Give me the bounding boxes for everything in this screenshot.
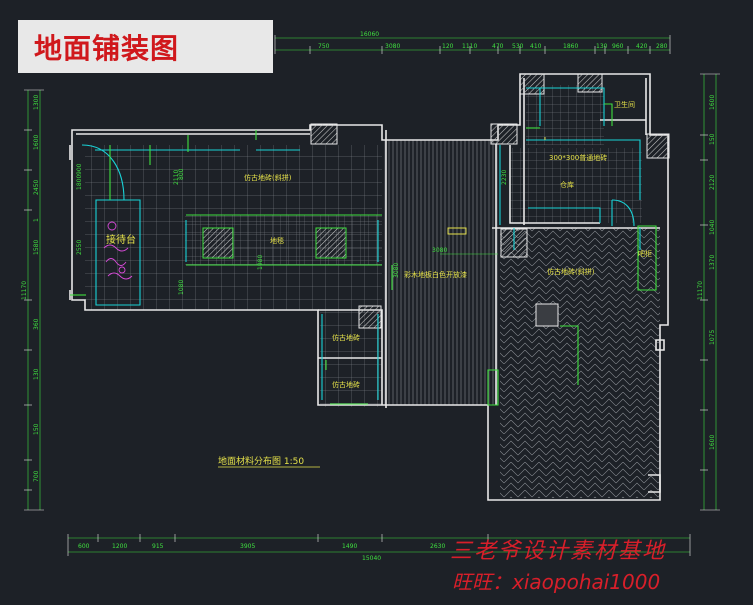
dim-left-3: 2450 bbox=[33, 180, 40, 195]
drawing-caption: 地面材料分布图 1:50 bbox=[218, 455, 304, 467]
dim-inner-2: 2550 bbox=[76, 240, 83, 255]
dim-inner-5: 3080 bbox=[393, 263, 400, 278]
cyan-details bbox=[81, 87, 641, 400]
dim-top-8: 1860 bbox=[563, 43, 578, 50]
dim-bottom-4: 3905 bbox=[240, 543, 255, 550]
label-main-hall: 仿古地砖(斜拼) bbox=[244, 173, 292, 182]
dim-bottom-2: 1200 bbox=[112, 543, 127, 550]
dim-bottom-5: 1490 bbox=[342, 543, 357, 550]
yellow-details bbox=[447, 137, 546, 235]
dim-top-6: 530 bbox=[512, 43, 524, 50]
label-storage-tile: 300*300普通地砖 bbox=[549, 153, 607, 162]
dim-left-7: 130 bbox=[33, 368, 40, 380]
watermark-line-1: 三老爷设计素材基地 bbox=[450, 539, 667, 564]
dim-right-6: 1075 bbox=[709, 330, 716, 345]
drawing-title: 地面铺装图 bbox=[34, 32, 180, 65]
dim-left-1: 1300 bbox=[33, 95, 40, 110]
dim-top-12: 280 bbox=[656, 43, 668, 50]
dim-bottom-overall: 15040 bbox=[362, 555, 381, 562]
dim-top-2: 3080 bbox=[385, 43, 400, 50]
floor-fills bbox=[85, 85, 660, 498]
label-reception: 接待台 bbox=[106, 233, 136, 246]
dim-left-6: 360 bbox=[33, 318, 40, 330]
label-right-hall: 仿古地砖(斜拼) bbox=[547, 267, 595, 276]
dim-right-5: 1370 bbox=[709, 255, 716, 270]
room-labels: 仿古地砖(斜拼) 地毯 彩木地板白色开放漆 卫生间 300*300普通地砖 仓库… bbox=[106, 100, 652, 389]
dim-inner-1: 1800 bbox=[76, 175, 83, 190]
dim-top-1: 750 bbox=[318, 43, 330, 50]
dim-inner-9: 900 bbox=[76, 163, 83, 175]
dim-top-4: 1110 bbox=[462, 43, 477, 50]
dim-right-1: 1600 bbox=[709, 95, 716, 110]
dim-right-2: 150 bbox=[709, 133, 716, 145]
dim-inner-4: 2110 bbox=[173, 170, 180, 185]
dim-inner-8: 1080 bbox=[178, 280, 185, 295]
dimension-labels: 16060 750 3080 120 1110 470 530 410 1860… bbox=[21, 31, 716, 562]
green-details bbox=[70, 103, 657, 406]
label-carpet: 地毯 bbox=[270, 236, 284, 245]
dim-top-10: 960 bbox=[612, 43, 624, 50]
dim-top-3: 120 bbox=[442, 43, 454, 50]
dim-top-5: 470 bbox=[492, 43, 504, 50]
reception-decor bbox=[103, 221, 133, 280]
dim-left-8: 150 bbox=[33, 423, 40, 435]
dim-left-9: 700 bbox=[33, 470, 40, 482]
dim-inner-3: 800 bbox=[178, 168, 185, 180]
dim-bottom-6: 2630 bbox=[430, 543, 445, 550]
dim-right-overall: 11170 bbox=[697, 281, 704, 300]
dim-right-4: 1040 bbox=[709, 220, 716, 235]
dim-inner-7: 2230 bbox=[501, 170, 508, 185]
dim-top-9: 130 bbox=[596, 43, 608, 50]
label-small-room-2: 仿古地砖 bbox=[332, 380, 360, 389]
label-cabinet: 吧柜 bbox=[638, 249, 652, 258]
dim-left-4: 1 bbox=[33, 218, 40, 222]
label-storage: 仓库 bbox=[560, 180, 574, 189]
watermark-line-2: 旺旺：xiaopohai1000 bbox=[452, 570, 661, 594]
label-small-room-1: 仿古地砖 bbox=[332, 333, 360, 342]
dim-left-2: 1600 bbox=[33, 135, 40, 150]
dim-left-5: 1580 bbox=[33, 240, 40, 255]
dim-top-7: 410 bbox=[530, 43, 542, 50]
dimension-lines bbox=[24, 35, 720, 556]
dim-top-11: 420 bbox=[636, 43, 648, 50]
dim-right-3: 2120 bbox=[709, 175, 716, 190]
title-panel bbox=[18, 20, 273, 73]
dim-bottom-3: 915 bbox=[152, 543, 164, 550]
label-wood-floor: 彩木地板白色开放漆 bbox=[404, 270, 467, 279]
dim-inner-6: 1980 bbox=[257, 255, 264, 270]
dim-wood-width: 3080 bbox=[432, 247, 447, 254]
dim-bottom-1: 600 bbox=[78, 543, 90, 550]
dim-top-overall: 16060 bbox=[360, 31, 379, 38]
label-bathroom: 卫生间 bbox=[614, 100, 635, 109]
columns bbox=[202, 73, 670, 329]
dim-left-overall: 11170 bbox=[21, 281, 28, 300]
dim-right-7: 1600 bbox=[709, 435, 716, 450]
